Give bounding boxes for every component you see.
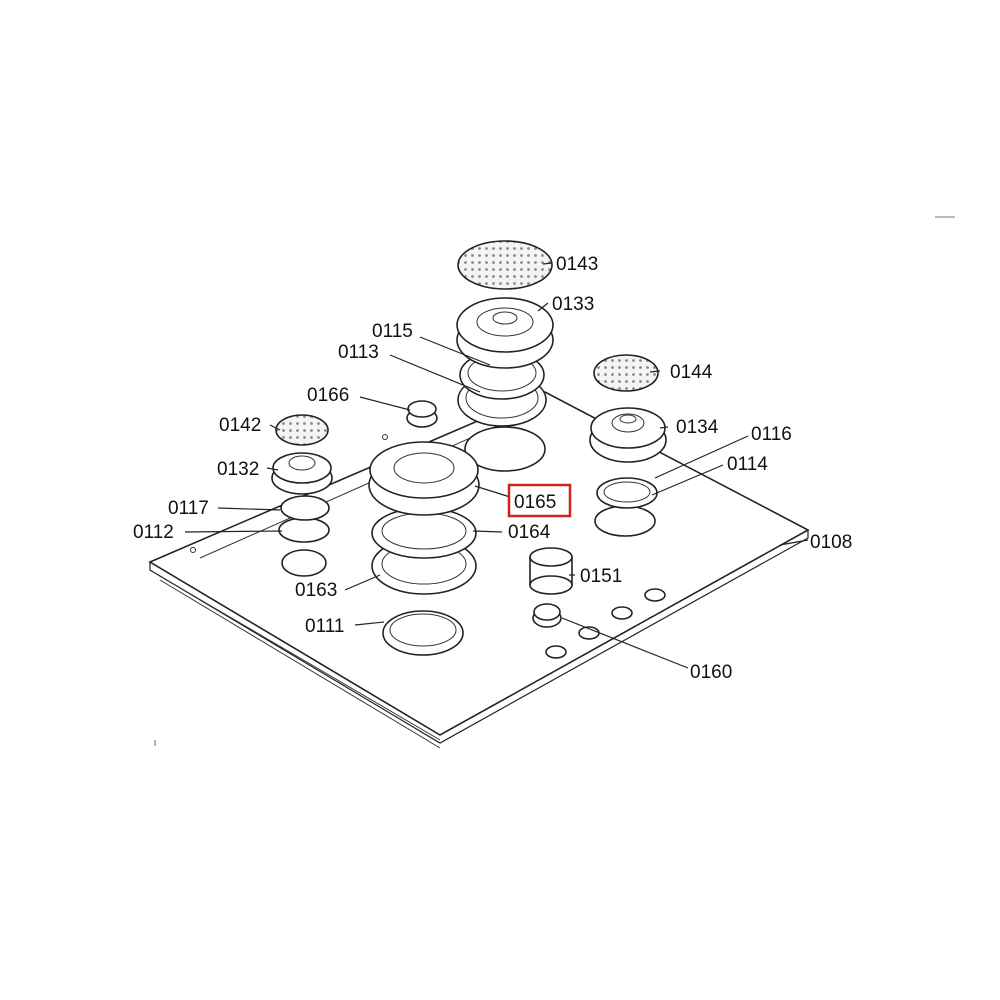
label-0166: 0166 (307, 385, 349, 406)
label-0112: 0112 (133, 522, 174, 543)
label-0133: 0133 (552, 294, 594, 315)
burner-centre (368, 441, 480, 656)
part-0166 (406, 400, 438, 428)
label-0164: 0164 (508, 522, 551, 543)
burner-left (271, 414, 333, 543)
label-0134: 0134 (676, 417, 719, 438)
label-0113: 0113 (338, 342, 379, 363)
label-0165: 0165 (514, 492, 556, 513)
label-0163: 0163 (295, 580, 337, 601)
label-0142: 0142 (219, 415, 261, 436)
label-0160: 0160 (690, 662, 732, 683)
label-0116: 0116 (751, 424, 792, 445)
bezel-0160 (532, 603, 562, 628)
label-0143: 0143 (556, 254, 598, 275)
label-0132: 0132 (217, 459, 259, 480)
burner-cap-0143 (457, 240, 553, 290)
burner-rear (456, 240, 554, 427)
cooktop-plate (148, 391, 810, 749)
label-0114: 0114 (727, 454, 768, 475)
label-0115: 0115 (372, 321, 413, 342)
burner-cap-0142 (275, 414, 329, 446)
knob-0151 (529, 547, 573, 595)
leader-lines (184, 262, 809, 669)
burner-cap-0144 (593, 354, 659, 392)
label-0117: 0117 (168, 498, 209, 519)
burner-right (589, 354, 667, 509)
label-0151: 0151 (580, 566, 622, 587)
label-0111: 0111 (305, 616, 344, 637)
label-0108: 0108 (810, 532, 852, 553)
label-0144: 0144 (670, 362, 713, 383)
part-labels: 0143 0133 0115 0113 0144 0166 0142 0134 … (133, 254, 852, 683)
highlight-box-0165 (507, 483, 572, 518)
